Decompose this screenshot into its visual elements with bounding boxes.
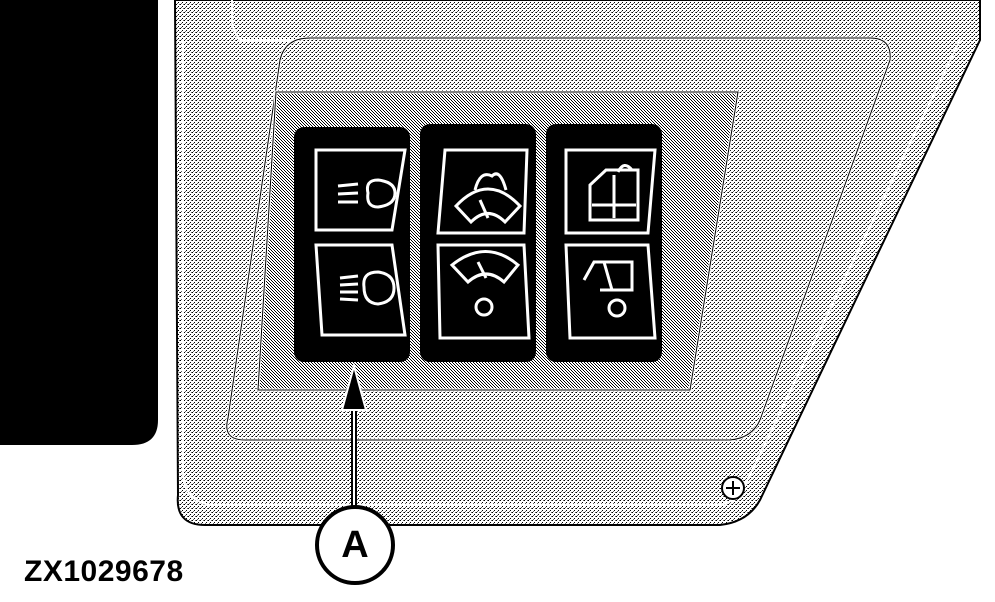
wiper-washer-icon — [453, 172, 523, 225]
mounting-screw-icon — [721, 476, 745, 500]
headlight-high-beam-icon — [339, 270, 396, 306]
figure-id-label: ZX1029678 — [24, 555, 184, 588]
display-screen — [0, 0, 158, 445]
window-wiper-washer-icon — [588, 164, 640, 222]
wiper-intermittent-icon — [449, 250, 521, 317]
headlight-low-beam-icon — [337, 178, 397, 209]
window-wiper-icon — [582, 260, 634, 318]
lower-window-wiper-switch[interactable] — [546, 124, 662, 362]
callout-leader-arrow — [340, 362, 368, 508]
work-light-switch[interactable] — [294, 127, 410, 362]
windshield-wiper-switch[interactable] — [420, 124, 536, 362]
callout-label-a: A — [315, 505, 395, 585]
